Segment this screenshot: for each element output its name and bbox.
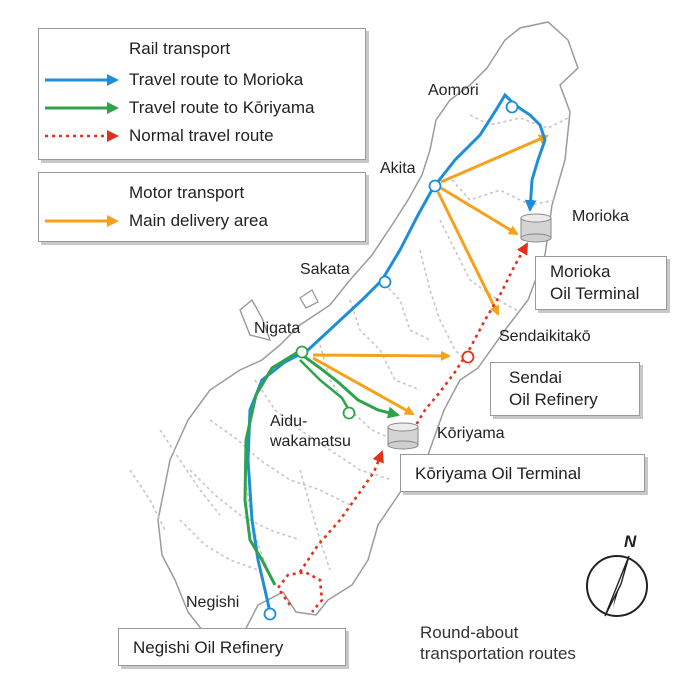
legend-label-koriyama: Travel route to Kōriyama [129, 98, 315, 117]
legend-item-normal: Normal travel route [45, 126, 274, 146]
caption-roundabout: Round-about transportation routes [420, 623, 576, 663]
legend-arrow-red [45, 130, 119, 142]
facility-koriyama-terminal: Kōriyama Oil Terminal [400, 454, 645, 492]
legend-motor-title: Motor transport [129, 183, 245, 202]
city-label-sendaikitako: Sendaikitakō [499, 328, 591, 345]
legend-label-delivery: Main delivery area [129, 211, 268, 230]
legend-arrow-blue [45, 74, 119, 86]
legend-rail: Rail transport Travel route to Morioka T… [38, 28, 366, 160]
city-label-sakata: Sakata [300, 261, 350, 278]
north-arrow-icon [586, 555, 648, 617]
legend-arrow-green [45, 102, 119, 114]
city-label-nigata: Nigata [254, 320, 301, 337]
legend-rail-title: Rail transport [129, 39, 231, 58]
delivery-routes [312, 134, 549, 416]
route-to-morioka [246, 92, 547, 613]
facility-morioka-terminal: Morioka Oil Terminal [535, 256, 667, 310]
legend-label-normal: Normal travel route [129, 126, 274, 145]
morioka-tank-icon [520, 213, 552, 243]
city-label-akita: Akita [380, 160, 416, 177]
peninsula-noto [239, 298, 272, 341]
legend-item-morioka: Travel route to Morioka [45, 70, 304, 90]
koriyama-tank-icon [387, 422, 419, 450]
normal-routes [276, 242, 529, 613]
legend-item-delivery: Main delivery area [45, 211, 268, 231]
legend-label-morioka: Travel route to Morioka [129, 70, 304, 89]
city-label-morioka: Morioka [572, 208, 629, 225]
compass-north-label: N [624, 532, 637, 551]
facility-sendai-refinery: Sendai Oil Refinery [490, 362, 640, 416]
city-label-negishi: Negishi [186, 594, 240, 611]
city-label-koriyama: Kōriyama [437, 425, 505, 442]
facility-negishi-refinery: Negishi Oil Refinery [118, 628, 346, 666]
prefecture-boundaries [129, 114, 569, 576]
stations [263, 100, 519, 621]
coastline [157, 21, 579, 667]
island-sado [299, 289, 319, 309]
city-label-aomori: Aomori [428, 82, 479, 99]
city-label-aidu: Aidu- wakamatsu [270, 413, 351, 450]
legend-arrow-orange [45, 215, 119, 227]
legend-item-koriyama: Travel route to Kōriyama [45, 98, 315, 118]
legend-motor: Motor transport Main delivery area [38, 172, 366, 242]
route-to-koriyama [243, 350, 400, 586]
branch-aidu [299, 359, 352, 413]
